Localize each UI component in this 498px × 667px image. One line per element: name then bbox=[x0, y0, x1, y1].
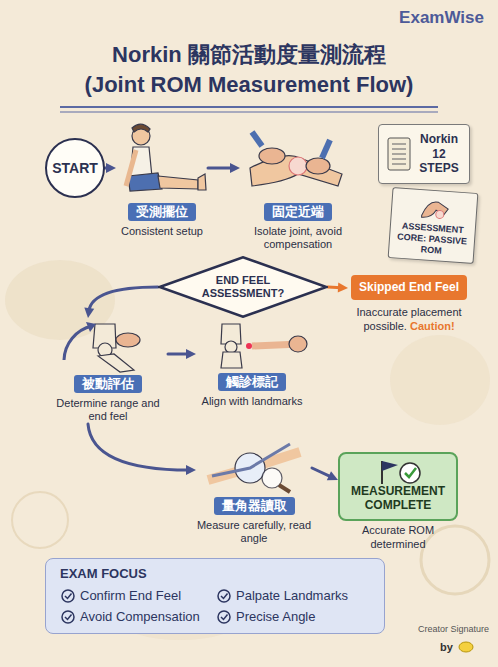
step-node: 固定近端 Isolate joint, avoid compensation bbox=[240, 118, 356, 252]
start-label: START bbox=[52, 160, 98, 176]
icon bbox=[60, 588, 76, 604]
panel-node: EXAM FOCUS Confirm End Feel Palpate Landma… bbox=[45, 558, 385, 634]
icon bbox=[417, 193, 453, 223]
step-caption: Align with landmarks bbox=[196, 395, 308, 409]
icon bbox=[458, 640, 474, 654]
title: Norkin 關節活動度量測流程 (Joint ROM Measurement … bbox=[82, 40, 416, 99]
warning-caption: Inaccurate placement possible. Caution! bbox=[348, 306, 470, 334]
icon bbox=[216, 609, 232, 625]
step-label: 觸診標記 bbox=[218, 373, 286, 391]
complete-caption: Accurate ROM determined bbox=[338, 524, 458, 552]
warning-label: Skipped End Feel bbox=[351, 275, 467, 300]
flow-arrow bbox=[168, 349, 196, 359]
focus-item: Confirm End Feel bbox=[80, 588, 181, 603]
step-count-label: Norkin 12 STEPS bbox=[413, 132, 465, 175]
step-label: 量角器讀取 bbox=[214, 497, 295, 515]
step-node: 量角器讀取 Measure carefully, read angle bbox=[196, 440, 312, 546]
step-label: 被動評估 bbox=[74, 375, 142, 393]
done-node: MEASUREMENT COMPLETE Accurate ROM determi… bbox=[338, 452, 458, 551]
step-caption: Consistent setup bbox=[116, 225, 208, 239]
signature: Creator Signature bbox=[418, 624, 489, 634]
flow-arrow bbox=[105, 163, 116, 173]
complete-box: MEASUREMENT COMPLETE bbox=[338, 452, 458, 521]
icon bbox=[60, 609, 76, 625]
core-node: ASSESSMENT CORE: PASSIVE ROM bbox=[388, 187, 479, 264]
step-label: 固定近端 bbox=[264, 203, 332, 221]
icon bbox=[216, 588, 232, 604]
step-caption: Measure carefully, read angle bbox=[196, 519, 312, 547]
brand-logo: ExamWise bbox=[399, 8, 484, 28]
signature: by bbox=[440, 641, 453, 653]
flow-arrow bbox=[312, 468, 338, 480]
diamond-node: END FEEL ASSESSMENT? bbox=[158, 256, 328, 318]
step-node: 觸診標記 Align with landmarks bbox=[196, 320, 308, 408]
step-label: 受測擺位 bbox=[128, 203, 196, 221]
step-node: 被動評估 Determine range and end feel bbox=[48, 318, 168, 424]
warn-node: Skipped End FeelInaccurate placement pos… bbox=[348, 275, 470, 333]
focus-item: Avoid Compensation bbox=[80, 609, 200, 624]
flow-arrow bbox=[328, 283, 348, 293]
panel-heading: EXAM FOCUS bbox=[60, 566, 147, 581]
focus-item: Palpate Landmarks bbox=[236, 588, 348, 603]
step-node: 受測擺位 Consistent setup bbox=[116, 118, 208, 238]
flow-arrow bbox=[88, 424, 196, 475]
circle-node: START bbox=[45, 138, 105, 198]
icon bbox=[374, 457, 424, 485]
flow-arrow bbox=[208, 163, 240, 173]
focus-item: Precise Angle bbox=[236, 609, 316, 624]
step-caption: Isolate joint, avoid compensation bbox=[240, 225, 356, 253]
scroll-node: Norkin 12 STEPS bbox=[378, 124, 470, 184]
icon bbox=[384, 135, 414, 173]
decision-label: END FEEL ASSESSMENT? bbox=[195, 274, 291, 300]
complete-label: MEASUREMENT COMPLETE bbox=[346, 484, 450, 513]
warning-caution: Caution! bbox=[410, 320, 455, 332]
flow-arrow bbox=[84, 287, 158, 318]
core-note: ASSESSMENT CORE: PASSIVE ROM bbox=[393, 220, 471, 258]
step-caption: Determine range and end feel bbox=[48, 397, 168, 425]
